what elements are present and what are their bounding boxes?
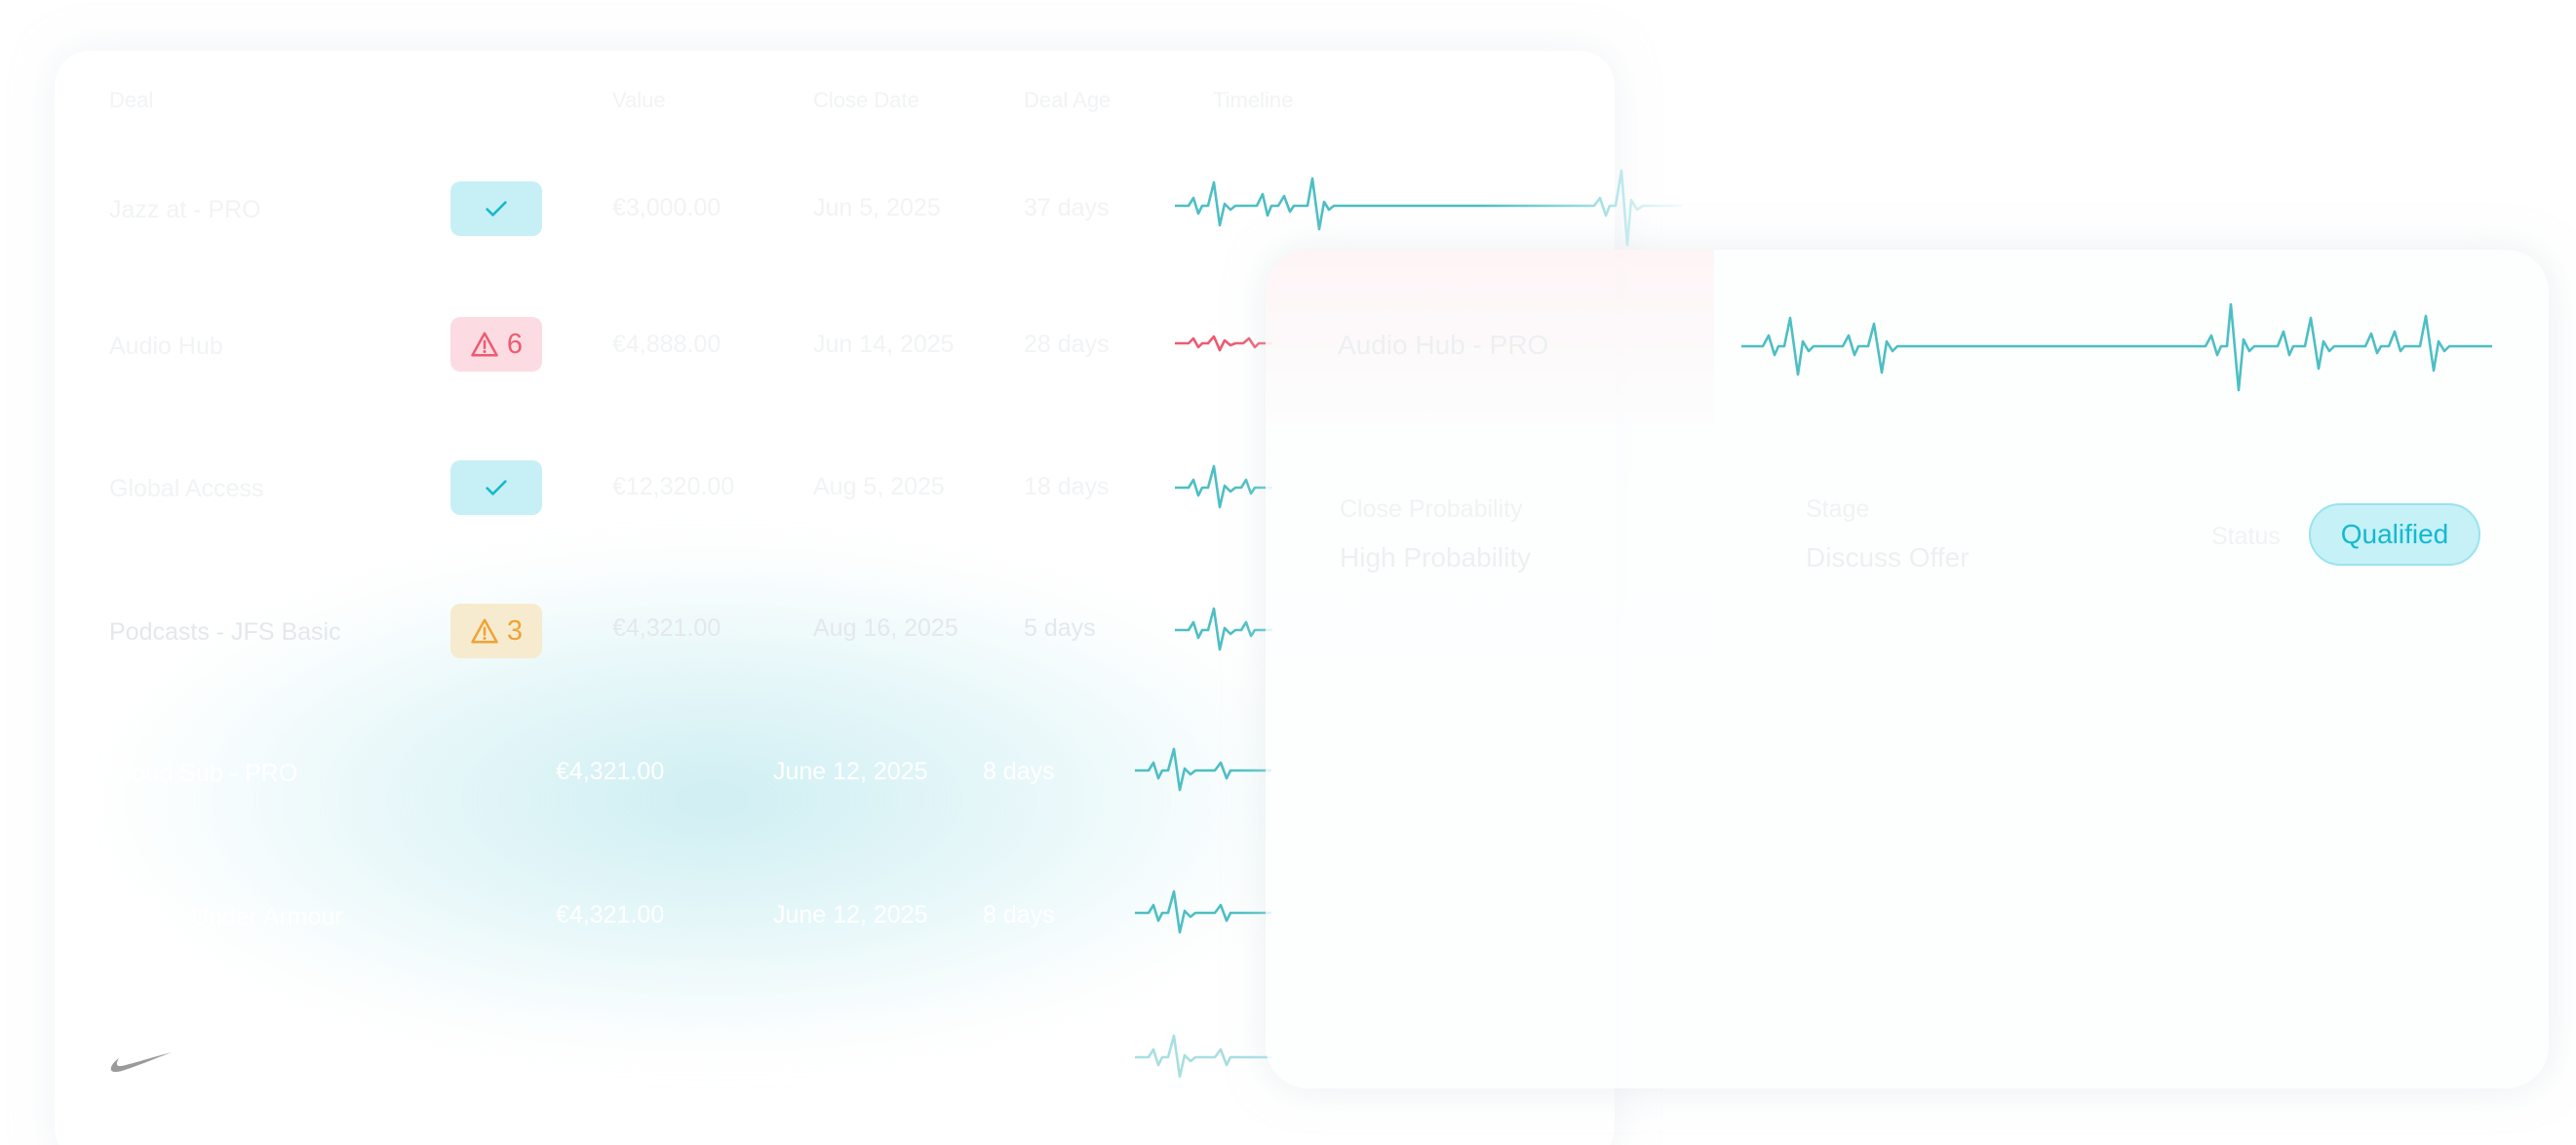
deal-days: 5 days (1024, 614, 1096, 642)
check-icon (486, 480, 507, 495)
detail-timeline-sparkline[interactable] (1741, 293, 2492, 400)
stage-label: Stage (1806, 495, 1870, 523)
detail-title: Audio Hub - PRO (1338, 330, 1549, 360)
table-row[interactable]: Audio Hub 6 €4,888.00 Jun 14, 2025 28 da… (0, 296, 1658, 393)
deal-days: 8 days (983, 758, 1055, 785)
stage-value: Discuss Offer (1806, 542, 1970, 572)
table-row[interactable]: Cloud Sub - PRO €4,321.00 June 12, 2025 … (0, 723, 1658, 820)
timeline-sparkline[interactable] (1175, 161, 1692, 254)
timeline-sparkline-alert[interactable] (1175, 324, 1272, 363)
timeline-sparkline[interactable] (1175, 603, 1272, 657)
deal-value: €4,321.00 (556, 901, 665, 928)
deal-detail-card[interactable] (1266, 250, 2549, 1088)
warning-triangle-icon (471, 618, 498, 644)
close-probability-label: Close Probability (1340, 495, 1523, 523)
table-row[interactable]: Podcasts - JFS Basic 3 €4,321.00 Aug 16,… (0, 577, 1658, 675)
column-header-timeline[interactable]: Timeline (1213, 88, 1294, 112)
status-badge-warning[interactable]: 3 (450, 604, 542, 658)
column-header-days[interactable]: Deal Age (1024, 88, 1112, 112)
deal-value: €3,000.00 (612, 194, 722, 221)
table-row[interactable]: Under Armour €4,321.00 June 12, 2025 8 d… (0, 866, 1658, 964)
close-probability-value: High Probability (1340, 542, 1532, 572)
table-row[interactable]: Global Access €12,320.00 Aug 5, 2025 18 … (0, 434, 1658, 532)
deal-name: Podcasts - JFS Basic (109, 618, 341, 646)
badge-count: 3 (506, 614, 524, 647)
deal-name: Audio Hub (109, 333, 223, 360)
deal-name: Under Armour (191, 903, 343, 930)
warning-triangle-icon (471, 332, 498, 357)
deal-close-date: Jun 14, 2025 (813, 331, 955, 358)
deal-value: €4,321.00 (612, 614, 722, 642)
timeline-sparkline[interactable] (1175, 460, 1272, 515)
deal-close-date: Jun 5, 2025 (813, 194, 941, 221)
badge-count: 6 (506, 328, 524, 360)
detail-card-left-panel (1266, 250, 1714, 1088)
deal-close-date: Aug 16, 2025 (813, 614, 958, 642)
background-glow (117, 546, 1307, 1053)
timeline-sparkline[interactable] (1135, 886, 1271, 940)
status-badge-success[interactable] (450, 181, 542, 236)
timeline-sparkline[interactable] (1135, 1030, 1271, 1085)
column-header-close-date[interactable]: Close Date (813, 88, 919, 112)
deal-days: 18 days (1024, 473, 1110, 500)
deal-value: €4,321.00 (556, 758, 665, 785)
deal-close-date: June 12, 2025 (773, 758, 928, 785)
status-badge-success[interactable] (450, 460, 542, 515)
deal-name: Jazz at - PRO (109, 196, 261, 223)
status-badge-qualified[interactable]: Qualified (2309, 503, 2480, 566)
under-armour-logo-icon (117, 897, 158, 925)
deal-name: Global Access (109, 475, 264, 502)
status-badge-error[interactable]: 6 (450, 317, 542, 372)
deal-name: Cloud Sub - PRO (109, 760, 298, 787)
timeline-sparkline[interactable] (1135, 743, 1271, 798)
deal-days: 8 days (983, 901, 1055, 928)
column-header-deal[interactable]: Deal (109, 88, 154, 112)
deal-close-date: June 12, 2025 (773, 901, 928, 928)
column-header-value[interactable]: Value (612, 88, 666, 112)
status-label: Status (2211, 523, 2281, 550)
nike-swoosh-icon (110, 1052, 172, 1073)
deal-close-date: Aug 5, 2025 (813, 473, 945, 500)
deal-value: €4,888.00 (612, 331, 722, 358)
check-icon (486, 201, 507, 217)
deal-value: €12,320.00 (612, 473, 735, 500)
deal-days: 37 days (1024, 194, 1110, 221)
deal-days: 28 days (1024, 331, 1110, 358)
table-row[interactable]: Jazz at - PRO €3,000.00 Jun 5, 2025 37 d… (0, 159, 1658, 257)
